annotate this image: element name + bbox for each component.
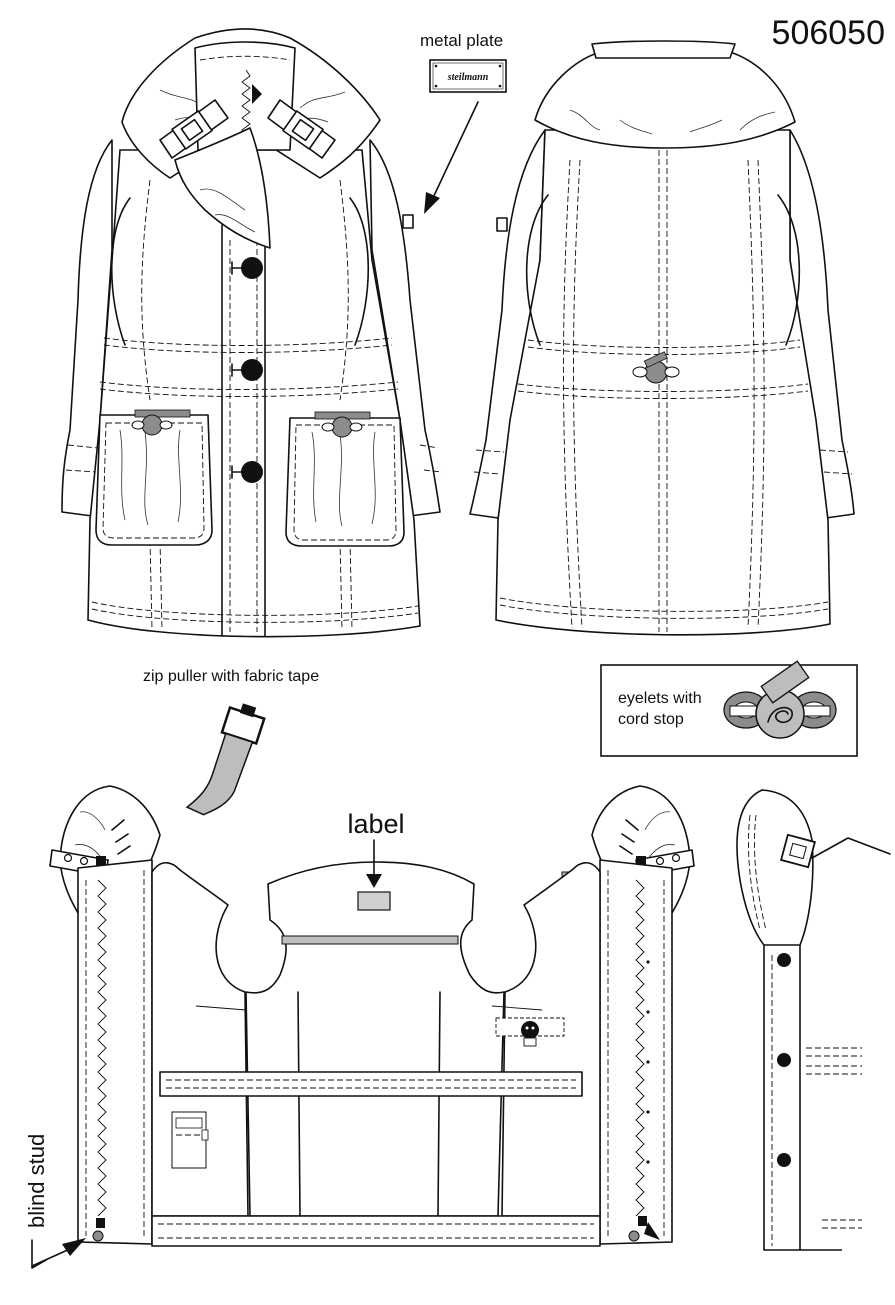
front-toggle-button-3-icon [231, 461, 263, 483]
coat-back-view [469, 40, 855, 636]
front-sleeve-metal-plate-icon [402, 214, 414, 229]
back-hood [534, 51, 796, 149]
back-lining-panel [245, 861, 505, 1217]
front-scarf-flap [174, 127, 271, 249]
eyelets-cord-stop-icon [723, 660, 837, 739]
front-toggle-button-2-icon [231, 359, 263, 381]
left-zip-teeth [97, 879, 107, 1217]
inside-pocket-icon [171, 1111, 209, 1169]
metal-plate-arrow [431, 101, 479, 201]
style-number: 506050 [772, 14, 885, 52]
label-callout-text: label [347, 809, 404, 839]
front-placket [221, 224, 266, 637]
metal-plate-label: metal plate [420, 31, 503, 50]
zip-puller-icon [185, 703, 266, 816]
side-button-2-icon [777, 1053, 791, 1067]
right-pocket-cord-stop-icon [331, 416, 353, 438]
neck-label-icon [357, 891, 391, 911]
front-right-pocket [285, 411, 405, 547]
left-blind-stud-icon [92, 1230, 104, 1242]
side-button-1-icon [777, 953, 791, 967]
front-left-pocket [95, 409, 213, 546]
eyelets-label-line1: eyelets with [618, 690, 702, 707]
coat-side-detail-view [736, 789, 891, 1251]
right-zip-teeth [635, 879, 645, 1217]
coat-front-view [61, 28, 443, 638]
front-toggle-button-1-icon [231, 257, 263, 279]
plate-brand-text: steilmann [447, 72, 489, 83]
eyelets-callout-box: eyelets with cord stop [600, 660, 858, 757]
zip-puller-label: zip puller with fabric tape [143, 668, 319, 685]
inside-cord-stop-icon [495, 1017, 565, 1047]
metal-plate-icon [429, 59, 507, 93]
back-sleeve-metal-plate-icon [496, 217, 508, 232]
metal-plate-callout: metal plate steilmann [420, 31, 507, 214]
eyelets-label-line2: cord stop [618, 711, 684, 728]
back-body-outline [495, 129, 831, 636]
left-pocket-cord-stop-icon [141, 414, 163, 436]
zip-puller-callout: zip puller with fabric tape [143, 668, 319, 816]
blind-stud-label: blind stud [24, 1134, 49, 1228]
coat-inside-view: label blind stud [24, 785, 695, 1269]
side-button-3-icon [777, 1153, 791, 1167]
